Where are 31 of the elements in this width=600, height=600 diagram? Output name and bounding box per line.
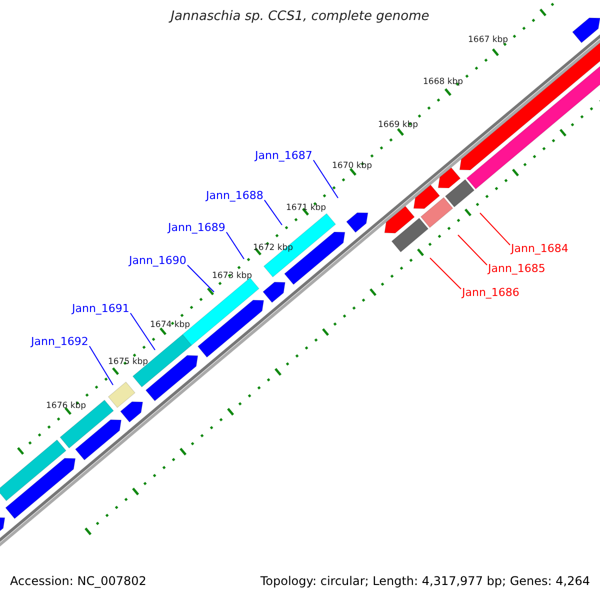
scale-label: 1674 kbp (150, 321, 190, 330)
accession-text: Accession: NC_007802 (10, 575, 146, 588)
gene-label: Jann_1688 (206, 190, 264, 202)
gene-label: Jann_1692 (31, 336, 88, 348)
title: Jannaschia sp. CCS1, complete genome (168, 10, 430, 24)
leader-line (458, 234, 488, 266)
genome-info-text: Topology: circular; Length: 4,317,977 bp; Genes: 4,264 (260, 575, 590, 588)
scale-label: 1669 kbp (378, 121, 418, 130)
leader-line (430, 258, 462, 290)
scale-label: 1672 kbp (253, 244, 294, 254)
scale-label: 1675 kbp (108, 358, 148, 368)
gene-label: Jann_1686 (462, 287, 520, 300)
gene-label: Jann_1689 (168, 222, 226, 234)
leader-line (264, 200, 282, 226)
scale-label: 1676 kbp (46, 402, 86, 412)
leader-line (226, 232, 244, 260)
leader-line (186, 264, 214, 292)
scale-label: 1670 kbp (332, 162, 372, 172)
scale-label: 1671 kbp (286, 204, 326, 214)
scale-label: 1673 kbp (212, 272, 252, 282)
leader-line (312, 160, 338, 198)
gene-label: Jann_1691 (72, 303, 130, 316)
gene-label: Jann_1685 (488, 263, 546, 276)
leader-line (130, 312, 156, 350)
gene-label: Jann_1690 (129, 255, 186, 268)
leader-line (480, 212, 510, 246)
leader-line (88, 346, 114, 386)
gene-label: Jann_1684 (511, 243, 568, 256)
scale-label: 1668 kbp (423, 78, 464, 88)
scale-label: 1667 kbp (468, 36, 508, 46)
gene-label: Jann_1687 (255, 150, 312, 162)
